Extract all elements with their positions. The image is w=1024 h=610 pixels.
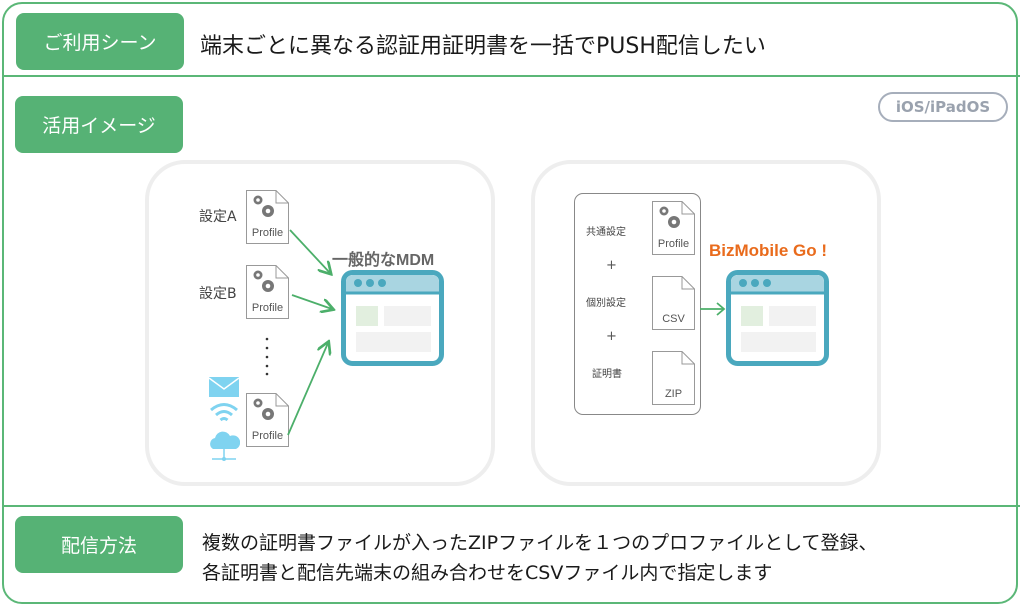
image-label: 活用イメージ xyxy=(15,96,183,153)
os-badge: iOS/iPadOS xyxy=(878,92,1008,122)
file-type-label: Profile xyxy=(251,227,284,239)
method-line: 各証明書と配信先端末の組み合わせをCSVファイル内で指定します xyxy=(202,562,773,584)
gears-icon xyxy=(253,195,274,217)
method-line: 複数の証明書ファイルが入ったZIPファイルを１つのプロファイルとして登録、 xyxy=(202,532,878,554)
profile-file-c: Profile xyxy=(246,393,289,447)
method-label: 配信方法 xyxy=(15,516,183,573)
general-mdm-title: 一般的なMDM xyxy=(332,252,435,269)
document-icon xyxy=(652,351,695,405)
file-type-label: ZIP xyxy=(664,388,683,400)
arrows-to-mdm xyxy=(287,229,345,436)
file-type-label: Profile xyxy=(251,430,284,442)
profile-file-a: Profile xyxy=(246,190,289,244)
zip-file: ZIP xyxy=(652,351,695,405)
gears-icon xyxy=(659,206,680,228)
certificate-label: 証明書 xyxy=(592,369,622,380)
file-type-label: Profile xyxy=(251,302,284,314)
document-icon xyxy=(246,393,289,447)
setting-a-label: 設定A xyxy=(199,209,237,225)
bizmobile-title: BizMobile Go ! xyxy=(709,241,828,260)
method-text: 複数の証明書ファイルが入ったZIPファイルを１つのプロファイルとして登録、 各証… xyxy=(202,528,878,588)
gears-icon xyxy=(253,398,274,420)
section-divider xyxy=(2,505,1020,507)
arrow xyxy=(291,294,332,309)
arrow xyxy=(289,229,330,273)
mail-icon xyxy=(208,377,240,397)
file-type-label: CSV xyxy=(662,313,685,325)
cloud-network-icon xyxy=(210,431,240,461)
arrow xyxy=(287,343,328,436)
plus-sign: + xyxy=(606,329,617,344)
individual-setting-label: 個別設定 xyxy=(586,298,626,309)
bizmobile-browser-icon xyxy=(726,270,829,366)
profile-file: Profile xyxy=(652,201,695,255)
common-setting-label: 共通設定 xyxy=(586,227,626,238)
scene-label: ご利用シーン xyxy=(16,13,184,70)
wifi-icon xyxy=(210,403,238,422)
ellipsis-dots xyxy=(265,337,269,376)
csv-file: CSV xyxy=(652,276,695,330)
arrow-to-bizmobile xyxy=(700,302,726,316)
profile-file-b: Profile xyxy=(246,265,289,319)
document-icon xyxy=(246,190,289,244)
bundle-box xyxy=(574,193,701,415)
document-icon xyxy=(652,276,695,330)
scene-text: 端末ごとに異なる認証用証明書を一括でPUSH配信したい xyxy=(200,34,766,59)
document-icon xyxy=(246,265,289,319)
mdm-browser-icon xyxy=(341,270,444,366)
side-icons xyxy=(208,377,240,461)
setting-b-label: 設定B xyxy=(199,286,237,302)
gears-icon xyxy=(253,270,274,292)
plus-sign: + xyxy=(606,258,617,273)
outer-frame xyxy=(2,2,1018,604)
section-divider xyxy=(2,75,1020,77)
file-type-label: Profile xyxy=(657,238,690,250)
document-icon xyxy=(652,201,695,255)
